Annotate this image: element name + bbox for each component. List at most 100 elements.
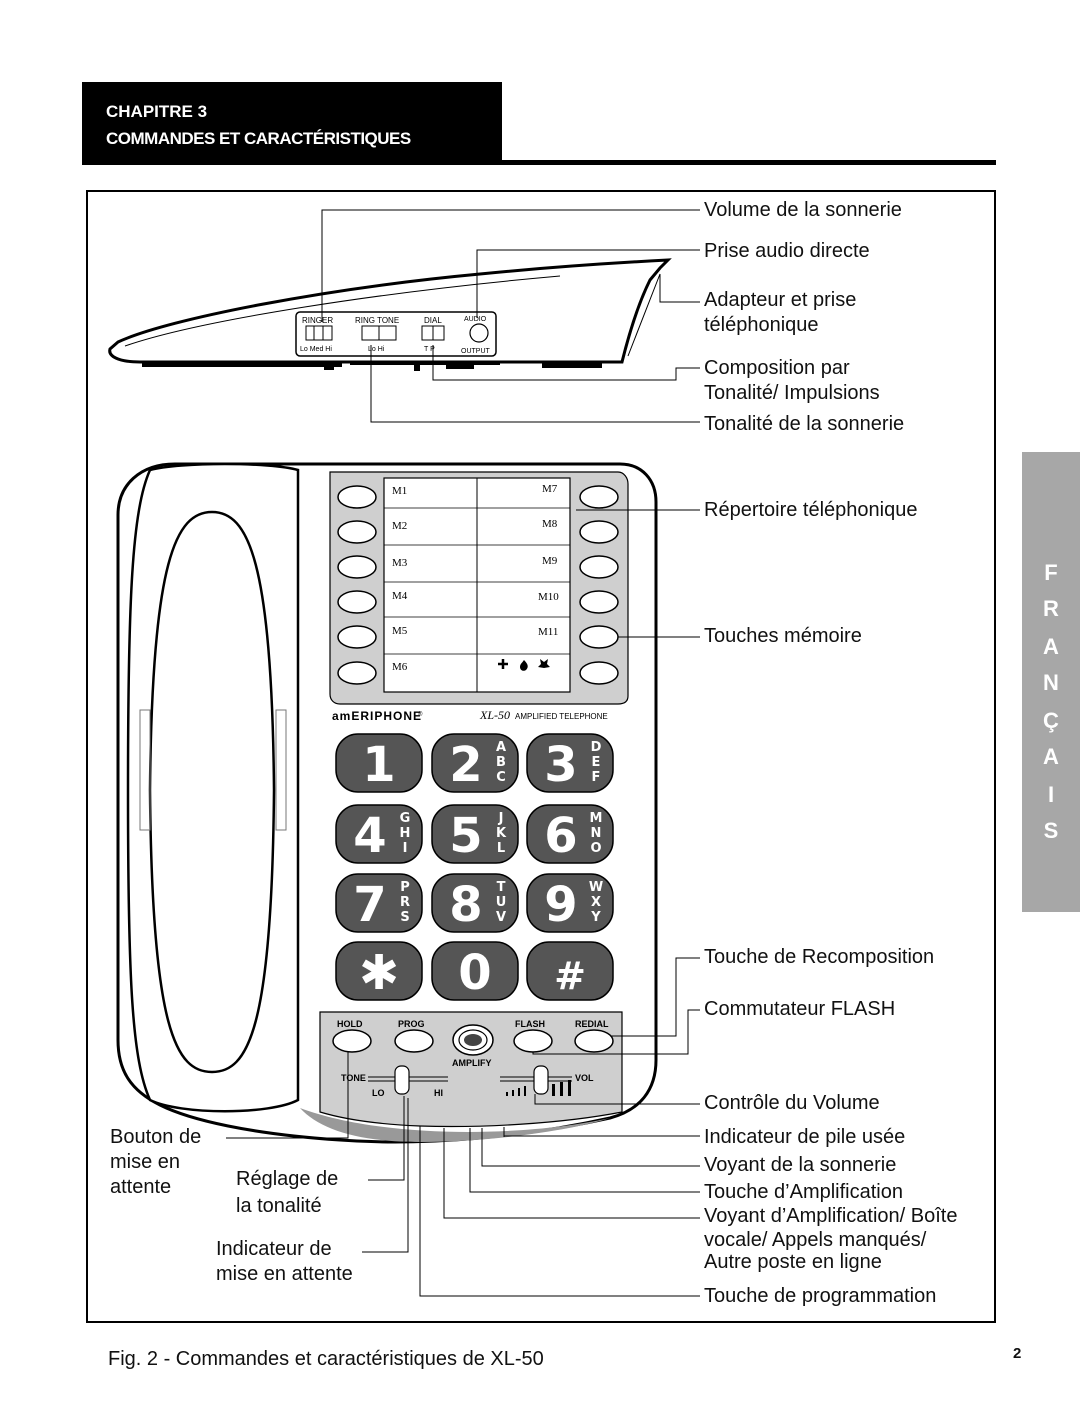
- tab-letter: S: [1043, 818, 1059, 843]
- memory-label-left: M3: [392, 557, 408, 569]
- keypad-digit: #: [554, 954, 586, 998]
- redial-button[interactable]: [574, 1029, 614, 1053]
- amplify-button[interactable]: [452, 1024, 494, 1056]
- memory-label-left: M2: [392, 520, 407, 532]
- chapter-title: COMMANDES ET CARACTÉRISTIQUES: [106, 129, 411, 148]
- leader-lines: [226, 209, 700, 1297]
- tone-label: TONE: [341, 1073, 366, 1083]
- memory-label-left: M6: [392, 661, 408, 673]
- keypad-letter: Y: [590, 910, 601, 925]
- memory-button[interactable]: [579, 625, 619, 649]
- memory-button[interactable]: [579, 520, 619, 544]
- keypad-letter: P: [400, 880, 410, 895]
- callout-hold-indicator: mise en attente: [216, 1263, 353, 1285]
- keypad-letter: K: [496, 826, 507, 841]
- ringer-label: RINGER: [302, 316, 333, 325]
- memory-label-right: M10: [538, 591, 559, 603]
- callout-flash: Commutateur FLASH: [704, 998, 896, 1020]
- vol-label: VOL: [575, 1073, 594, 1083]
- keypad-key[interactable]: 0: [431, 941, 519, 1001]
- callout-directory: Répertoire téléphonique: [704, 499, 918, 521]
- callout-low-battery: Indicateur de pile usée: [704, 1126, 906, 1148]
- tone-slider[interactable]: [394, 1065, 410, 1095]
- keypad-letter: X: [591, 895, 601, 910]
- memory-label-left: M5: [392, 625, 408, 637]
- keypad-letter: J: [498, 811, 504, 826]
- keypad-letter: N: [591, 826, 602, 841]
- keypad-letter: T: [497, 880, 506, 895]
- flash-button[interactable]: [513, 1029, 553, 1053]
- audio-output-label: OUTPUT: [461, 348, 491, 355]
- callout-dial-mode: Tonalité/ Impulsions: [704, 382, 880, 404]
- memory-button[interactable]: [579, 555, 619, 579]
- flash-key-label: FLASH: [515, 1019, 545, 1029]
- memory-button[interactable]: [337, 590, 377, 614]
- tab-letter: A: [1043, 744, 1059, 769]
- memory-button[interactable]: [337, 625, 377, 649]
- callout-amplify-light: vocale/ Appels manqués/: [704, 1229, 927, 1251]
- phone-front-view: M1 M2 M3 M4 M5 M6 M7 M8 M9 M10 M11: [116, 462, 658, 1144]
- hold-key-label: HOLD: [337, 1019, 363, 1029]
- keypad-letter: I: [403, 841, 408, 856]
- volume-slider[interactable]: [533, 1065, 549, 1095]
- keypad-letter: A: [496, 740, 506, 755]
- callout-tone-adjust: Réglage de: [236, 1168, 339, 1190]
- keypad-key[interactable]: ✱: [335, 941, 423, 1001]
- memory-button[interactable]: [337, 520, 377, 544]
- memory-button[interactable]: [579, 661, 619, 685]
- keypad-letter: G: [400, 811, 411, 826]
- keypad-digit: 8: [449, 877, 482, 933]
- keypad-letter: F: [592, 770, 601, 785]
- keypad-key[interactable]: #: [526, 941, 614, 1001]
- hold-button[interactable]: [332, 1029, 372, 1053]
- tab-letter: Ç: [1043, 708, 1059, 733]
- keypad-key[interactable]: 1: [335, 733, 423, 793]
- figure-caption: Fig. 2 - Commandes et caractéristiques d…: [108, 1348, 544, 1370]
- tab-letter: A: [1043, 634, 1059, 659]
- prog-button[interactable]: [394, 1029, 434, 1053]
- keypad-digit: 4: [353, 808, 386, 864]
- memory-label-right: M11: [538, 626, 558, 638]
- callout-adapter: téléphonique: [704, 314, 819, 336]
- callout-hold-indicator: Indicateur de: [216, 1238, 332, 1260]
- dial-label: DIAL: [424, 316, 442, 325]
- callout-program-key: Touche de programmation: [704, 1285, 937, 1307]
- memory-button[interactable]: [337, 555, 377, 579]
- tab-letter: I: [1047, 782, 1055, 807]
- memory-label-left: M1: [392, 485, 407, 497]
- language-tab: F R A N Ç A I S: [1022, 452, 1080, 912]
- memory-button[interactable]: [337, 485, 377, 509]
- amplify-label: AMPLIFY: [452, 1058, 492, 1068]
- memory-button[interactable]: [337, 661, 377, 685]
- keypad-letter: L: [497, 841, 505, 856]
- ringer-sub-label: Lo Med Hi: [300, 346, 332, 353]
- keypad-letter: C: [496, 770, 506, 785]
- callout-hold-button: mise en: [110, 1151, 181, 1173]
- model-subtitle: AMPLIFIED TELEPHONE: [515, 712, 608, 721]
- callout-dial-mode: Composition par: [704, 357, 850, 379]
- callout-redial: Touche de Recomposition: [704, 946, 935, 968]
- memory-label-left: M4: [392, 590, 408, 602]
- memory-button[interactable]: [579, 590, 619, 614]
- memory-button[interactable]: [579, 485, 619, 509]
- keypad-letter: H: [400, 826, 411, 841]
- figure-frame: [86, 190, 996, 1323]
- keypad-letter: D: [591, 740, 602, 755]
- keypad-letter: R: [400, 895, 410, 910]
- callout-memory-keys: Touches mémoire: [704, 625, 862, 647]
- keypad-digit: 5: [449, 808, 482, 864]
- keypad-letter: E: [592, 755, 601, 770]
- keypad-digit: 9: [544, 877, 577, 933]
- keypad-letter: M: [590, 811, 603, 826]
- page-number: 2: [1013, 1345, 1022, 1362]
- keypad-key[interactable]: 5 JKL: [431, 804, 519, 864]
- tone-hi-label: HI: [434, 1088, 443, 1098]
